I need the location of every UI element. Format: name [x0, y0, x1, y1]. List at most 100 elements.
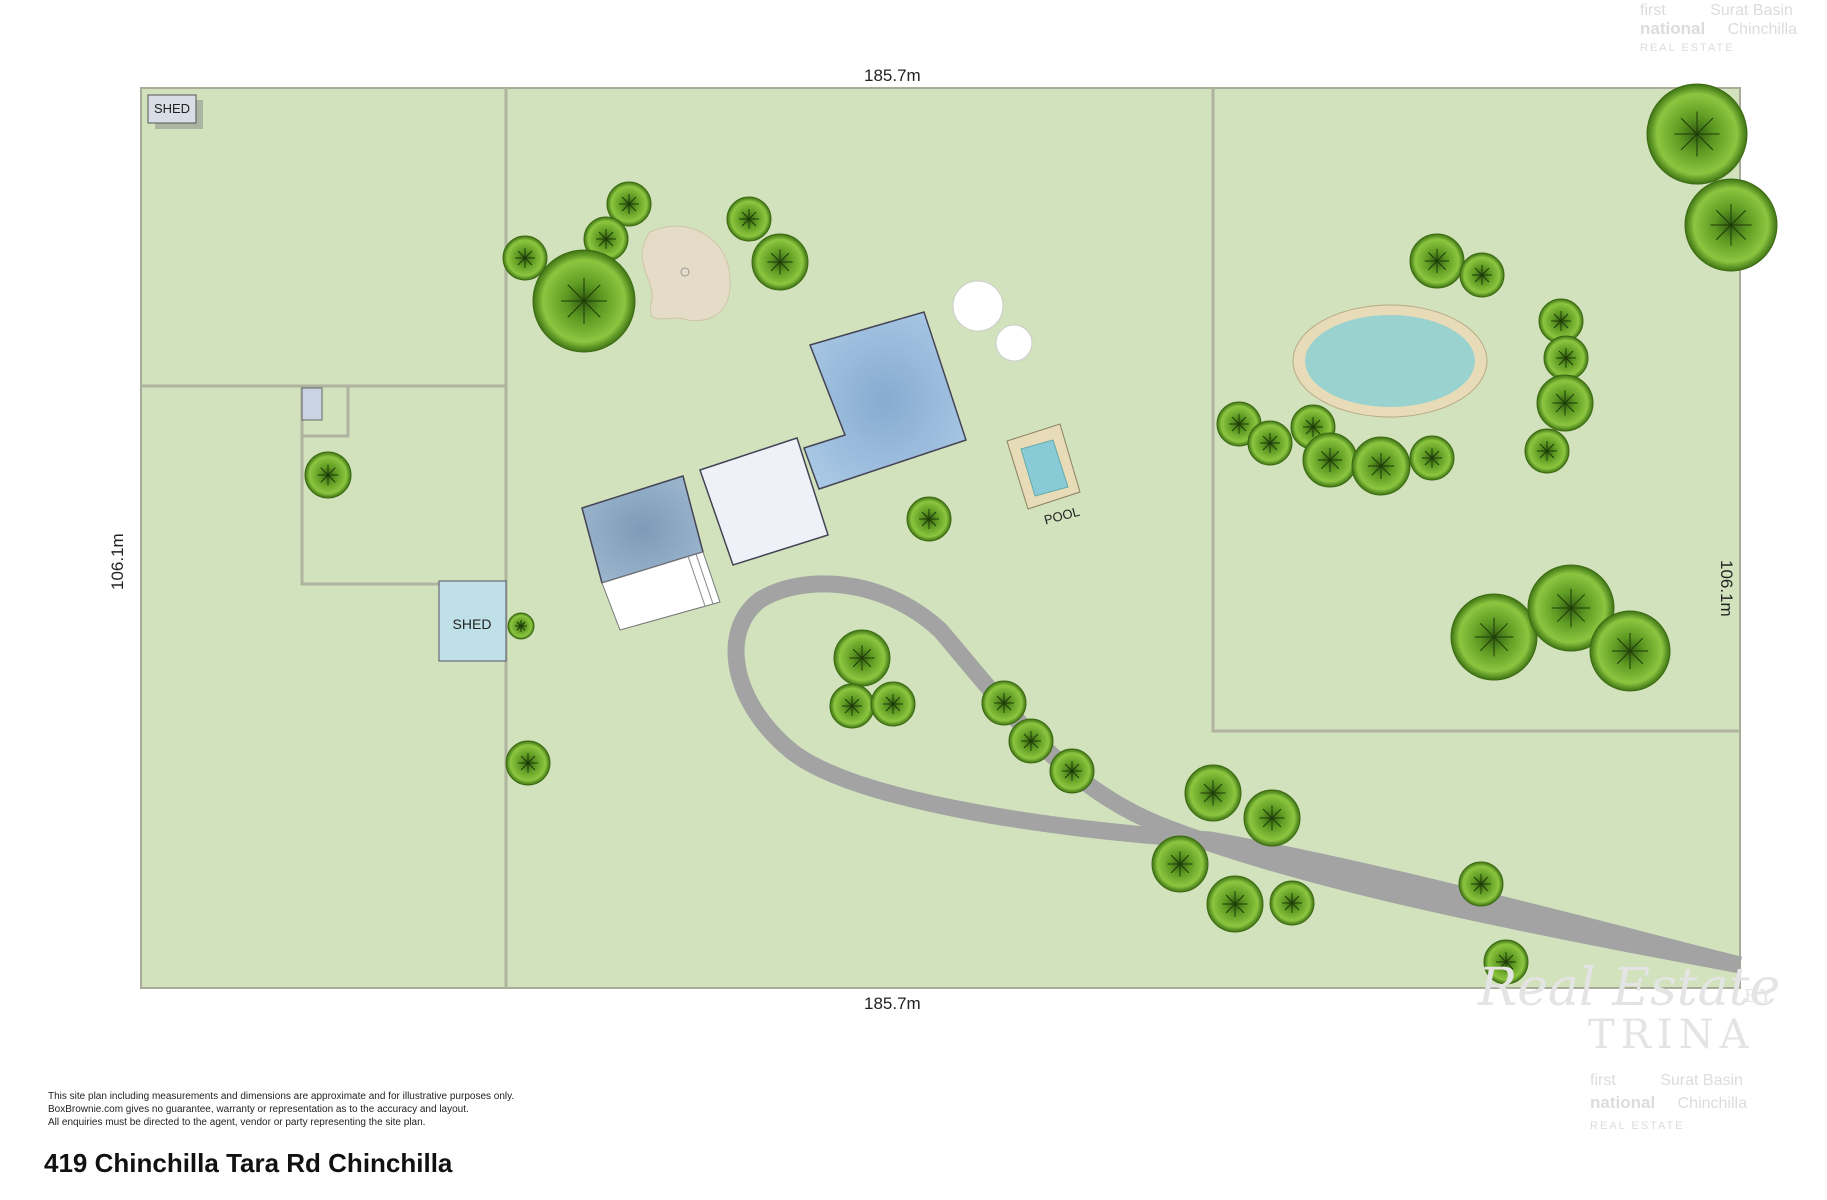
trees	[304, 83, 1778, 985]
tree-branch	[1546, 443, 1555, 452]
tree-branch	[621, 203, 630, 212]
house-white-section	[699, 437, 829, 566]
tree-branch	[851, 705, 860, 714]
brand-watermark-bottom-line3: REAL ESTATE	[1590, 1116, 1685, 1134]
shed-small: SHED	[147, 94, 203, 129]
tree-branch	[1380, 465, 1391, 476]
tree-branch	[1291, 902, 1300, 911]
tree-branch	[1262, 435, 1271, 444]
water-tank	[952, 280, 1004, 332]
tree-branch	[1271, 817, 1282, 828]
tree-branch	[1170, 854, 1181, 865]
tree-branch	[1560, 320, 1569, 329]
tree-branch	[1730, 224, 1746, 240]
tree-branch	[1479, 636, 1495, 652]
tree-branch	[517, 257, 526, 266]
tree-branch	[741, 211, 750, 220]
tree-branch	[1284, 895, 1293, 904]
tree-branch	[1179, 854, 1190, 865]
tree-branch	[1480, 883, 1489, 892]
tree-branch	[524, 250, 533, 259]
tree-branch	[1212, 792, 1223, 803]
tree-branch	[516, 625, 522, 631]
tree-branch	[1680, 117, 1698, 135]
tree-branch	[779, 252, 790, 263]
agent-name: TRINA	[1588, 1012, 1755, 1058]
tree-branch	[1023, 740, 1032, 749]
tree-branch	[861, 648, 872, 659]
tree-branch	[1493, 622, 1509, 638]
tree-branch	[1030, 740, 1039, 749]
tree-branch	[1564, 402, 1575, 413]
tree-branch	[1064, 763, 1073, 772]
tree-branch	[1616, 637, 1631, 652]
tree-branch	[1231, 423, 1240, 432]
tree-branch	[1629, 650, 1644, 665]
carport	[601, 551, 721, 631]
tree-branch	[1716, 224, 1732, 240]
tree-branch	[1321, 459, 1331, 469]
tree-branch	[598, 231, 607, 240]
tree-branch	[1064, 770, 1073, 779]
tree-branch	[1696, 117, 1714, 135]
brand-watermark-top-line2: national Chinchilla	[1640, 20, 1797, 39]
tree-branch	[1555, 402, 1566, 413]
agent-by: BY	[1744, 986, 1775, 1007]
sand-marker	[680, 267, 690, 277]
tree-branch	[1023, 733, 1032, 742]
brand-watermark-bottom-line2: national Chinchilla	[1590, 1094, 1747, 1113]
tree-branch	[1030, 733, 1039, 742]
tree-branch	[770, 252, 781, 263]
sand-area	[641, 225, 731, 322]
tree-branch	[1436, 260, 1446, 270]
tree-branch	[527, 762, 536, 771]
brand-watermark-bottom: first Surat Basin	[1590, 1072, 1743, 1090]
tree-branch	[1371, 456, 1382, 467]
shed-small-label: SHED	[154, 101, 190, 116]
property-address: 419 Chinchilla Tara Rd Chinchilla	[44, 1148, 453, 1178]
tree-branch	[1203, 792, 1214, 803]
brand-line: national	[1590, 1093, 1656, 1112]
tree-branch	[520, 755, 529, 764]
tree-branch	[628, 196, 637, 205]
tree-branch	[1481, 274, 1490, 283]
tree-branch	[1539, 443, 1548, 452]
agent-watermark: Real Estate BY TRINA	[1478, 958, 1780, 1058]
tree-branch	[1291, 895, 1300, 904]
pool: POOL	[1006, 423, 1081, 528]
dimension-top: 185.7m	[864, 66, 921, 85]
tree-branch	[1629, 637, 1644, 652]
tree-branch	[1312, 419, 1321, 428]
brand-line: national	[1640, 19, 1706, 38]
disclaimer: This site plan including measurements an…	[48, 1090, 514, 1129]
tree-branch	[1560, 313, 1569, 322]
tree-branch	[852, 657, 863, 668]
tree-branch	[1479, 622, 1495, 638]
tree-branch	[1234, 894, 1245, 905]
tree-branch	[748, 218, 757, 227]
tree-branch	[1321, 451, 1331, 461]
tree-branch	[1730, 210, 1746, 226]
tree-branch	[1424, 457, 1433, 466]
tree-branch	[516, 621, 522, 627]
tree-branch	[628, 203, 637, 212]
tree-branch	[1553, 313, 1562, 322]
tree-branch	[741, 218, 750, 227]
tree-branch	[320, 467, 329, 476]
tree-branch	[1565, 350, 1574, 359]
dimension-right: 106.1m	[1717, 560, 1736, 617]
tree-branch	[1262, 808, 1273, 819]
tree-branch	[598, 238, 607, 247]
driveway	[727, 575, 1743, 974]
tree-branch	[1071, 770, 1080, 779]
tree-branch	[1231, 416, 1240, 425]
tree-branch	[1431, 450, 1440, 459]
tree-branch	[520, 625, 526, 631]
tree-branch	[1474, 267, 1483, 276]
tree-branch	[1380, 456, 1391, 467]
brand-line: first	[1590, 1072, 1616, 1089]
paddock-fences	[141, 88, 1740, 988]
disclaimer-line: All enquiries must be directed to the ag…	[48, 1117, 426, 1128]
tree-branch	[1262, 817, 1273, 828]
tree-branch	[1570, 607, 1586, 623]
